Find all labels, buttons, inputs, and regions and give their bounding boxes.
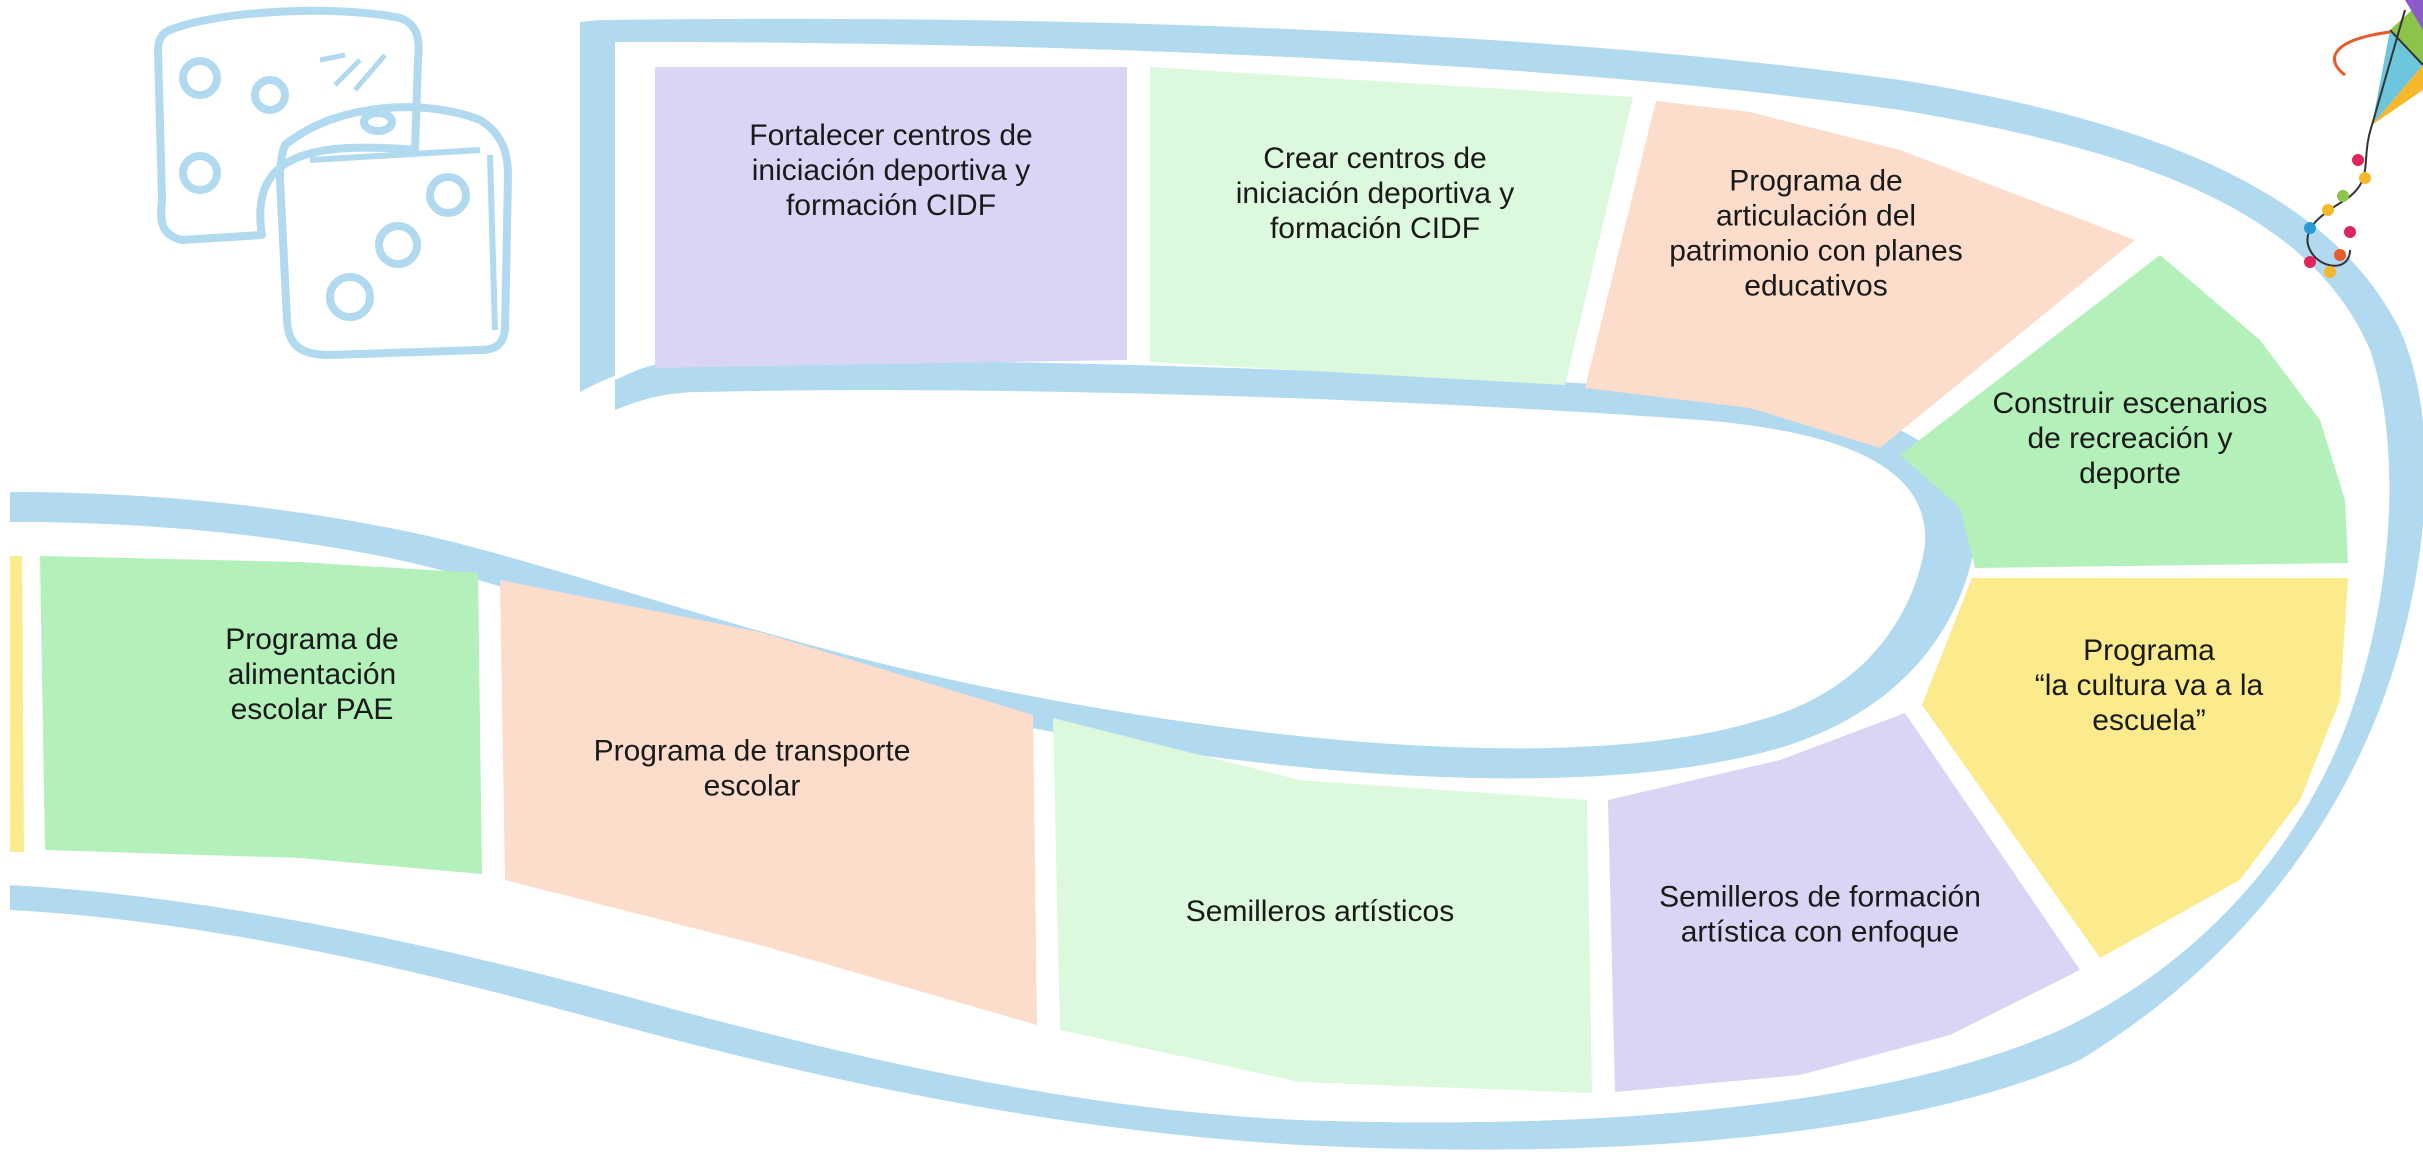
tile-label-line: patrimonio con planes <box>1669 235 1963 268</box>
tile-label-line: escolar PAE <box>231 693 394 726</box>
tile-transporte[interactable] <box>500 580 1037 1025</box>
tile-label-line: iniciación deportiva y <box>1236 177 1514 210</box>
tile-label-line: formación CIDF <box>1270 212 1480 245</box>
dice-icon <box>154 6 512 359</box>
tile-label-line: escolar <box>704 770 801 803</box>
tile-label-line: alimentación <box>228 658 396 691</box>
tile-label-line: Programa de transporte <box>594 735 911 768</box>
tile-semilleros-enfoque[interactable] <box>1608 713 2080 1092</box>
tile-label-line: deporte <box>2079 457 2181 490</box>
tile-cidf-fortalecer[interactable] <box>655 67 1127 368</box>
tile-edge-yellow <box>10 556 24 852</box>
tile-cidf-crear[interactable] <box>1150 67 1633 385</box>
tile-label-line: Programa de <box>225 623 398 656</box>
tile-label-line: Semilleros de formación <box>1659 881 1981 914</box>
tile-label-line: Programa de <box>1729 165 1902 198</box>
tile-label-line: Programa <box>2083 634 2215 667</box>
tile-label-line: Crear centros de <box>1263 142 1486 175</box>
tile-escenarios[interactable] <box>1900 255 2348 568</box>
tile-semilleros-artisticos[interactable] <box>1053 718 1592 1093</box>
tile-cultura-escuela[interactable] <box>1922 578 2348 958</box>
tile-label-line: articulación del <box>1716 200 1916 233</box>
tile-label-line: artística con enfoque <box>1681 916 1960 949</box>
tile-label-line: formación CIDF <box>786 189 996 222</box>
tiles <box>10 67 2348 1093</box>
tile-pae[interactable] <box>40 556 482 874</box>
tile-label-line: iniciación deportiva y <box>752 154 1030 187</box>
tile-label-line: Construir escenarios <box>1992 387 2267 420</box>
tile-label-line: de recreación y <box>2027 422 2232 455</box>
tile-label-line: educativos <box>1744 270 1887 303</box>
tile-label-line: Semilleros artísticos <box>1186 895 1454 928</box>
track-band-top <box>10 18 2423 1150</box>
tile-label-line: “la cultura va a la <box>2035 669 2264 702</box>
tile-label-line: escuela” <box>2092 704 2205 737</box>
tile-patrimonio[interactable] <box>1585 101 2135 448</box>
kite-icon <box>2304 0 2423 278</box>
label-semilleros-artisticos: Semilleros artísticos <box>1186 895 1454 928</box>
tile-label-line: Fortalecer centros de <box>749 119 1032 152</box>
